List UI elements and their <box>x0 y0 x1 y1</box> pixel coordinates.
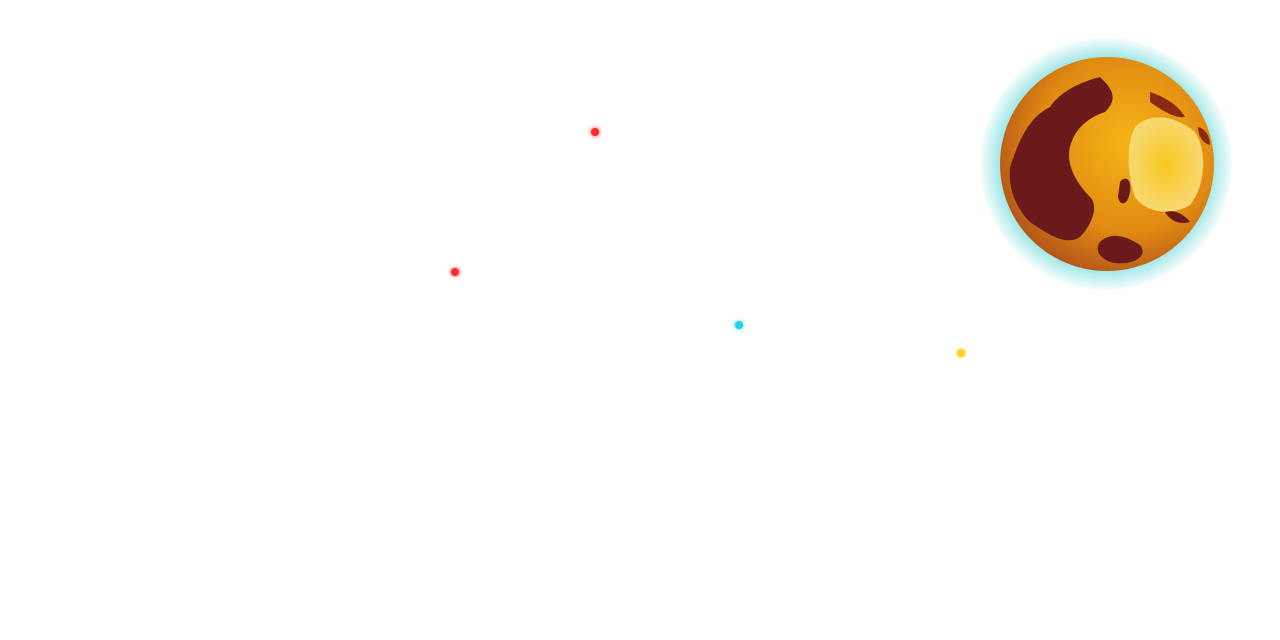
dark-south <box>1097 235 1143 264</box>
planet-illustration <box>960 18 1252 310</box>
dark-continent <box>1009 77 1113 241</box>
dark-spot-se <box>1165 211 1190 223</box>
dark-island <box>1118 178 1131 204</box>
yellow-star <box>957 349 965 357</box>
planet <box>1000 57 1214 271</box>
dark-north <box>1150 92 1185 118</box>
light-region <box>1128 117 1204 212</box>
dark-east <box>1198 127 1210 145</box>
red-star <box>451 268 459 276</box>
red-star <box>591 128 599 136</box>
cyan-star <box>735 321 743 329</box>
